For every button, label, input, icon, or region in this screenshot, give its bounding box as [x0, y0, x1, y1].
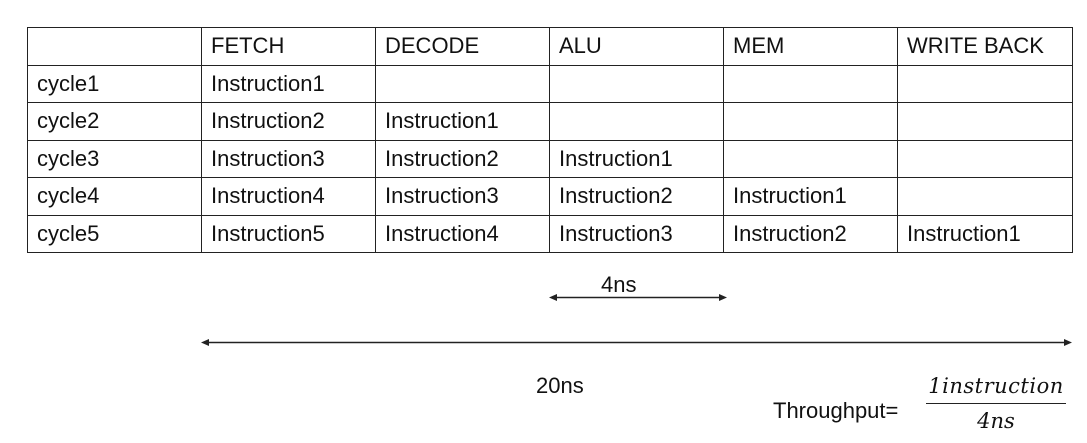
- table-cell: Instruction1: [375, 102, 550, 141]
- table-cell: Instruction1: [549, 139, 724, 178]
- table-cell: Instruction2: [201, 102, 376, 141]
- stage-time-label: 4ns: [601, 272, 637, 297]
- header-cell-fetch: FETCH: [201, 27, 376, 66]
- table-cell: [549, 102, 724, 141]
- table-cell: [897, 64, 1073, 103]
- table-row: cycle1 Instruction1: [27, 64, 1073, 103]
- table-cell: Instruction2: [723, 214, 898, 253]
- row-label-cell: cycle1: [27, 64, 202, 103]
- table-cell: [897, 102, 1073, 141]
- table-cell: Instruction1: [723, 177, 898, 216]
- throughput-fraction: 1instruction 4ns: [926, 374, 1066, 433]
- table-cell: [549, 64, 724, 103]
- header-cell-corner: [27, 27, 202, 66]
- total-time-label: 20ns: [536, 373, 584, 398]
- table-header-row: FETCH DECODE ALU MEM WRITE BACK: [27, 27, 1073, 66]
- table-cell: Instruction3: [375, 177, 550, 216]
- header-cell-decode: DECODE: [375, 27, 550, 66]
- throughput-numerator: 1instruction: [928, 374, 1064, 398]
- row-label-cell: cycle2: [27, 102, 202, 141]
- throughput-denominator: 4ns: [977, 409, 1015, 433]
- table-row: cycle5 Instruction5 Instruction4 Instruc…: [27, 214, 1073, 253]
- table-row: cycle4 Instruction4 Instruction3 Instruc…: [27, 177, 1073, 216]
- table-cell: Instruction3: [549, 214, 724, 253]
- table-cell: Instruction3: [201, 139, 376, 178]
- fraction-bar: [926, 403, 1066, 404]
- table-cell: Instruction2: [375, 139, 550, 178]
- pipeline-table: FETCH DECODE ALU MEM WRITE BACK cycle1 I…: [27, 27, 1073, 253]
- table-cell: Instruction5: [201, 214, 376, 253]
- table-row: cycle2 Instruction2 Instruction1: [27, 102, 1073, 141]
- table-cell: Instruction4: [375, 214, 550, 253]
- row-label-cell: cycle5: [27, 214, 202, 253]
- header-cell-write-back: WRITE BACK: [897, 27, 1073, 66]
- row-label-cell: cycle4: [27, 177, 202, 216]
- header-cell-alu: ALU: [549, 27, 724, 66]
- throughput-label: Throughput=: [773, 398, 899, 423]
- total-time-arrow: [201, 339, 1072, 346]
- table-cell: [723, 102, 898, 141]
- table-cell: [897, 139, 1073, 178]
- table-cell: Instruction1: [897, 214, 1073, 253]
- table-cell: Instruction2: [549, 177, 724, 216]
- table-cell: [723, 64, 898, 103]
- table-cell: Instruction1: [201, 64, 376, 103]
- stage-time-arrow: [549, 294, 727, 301]
